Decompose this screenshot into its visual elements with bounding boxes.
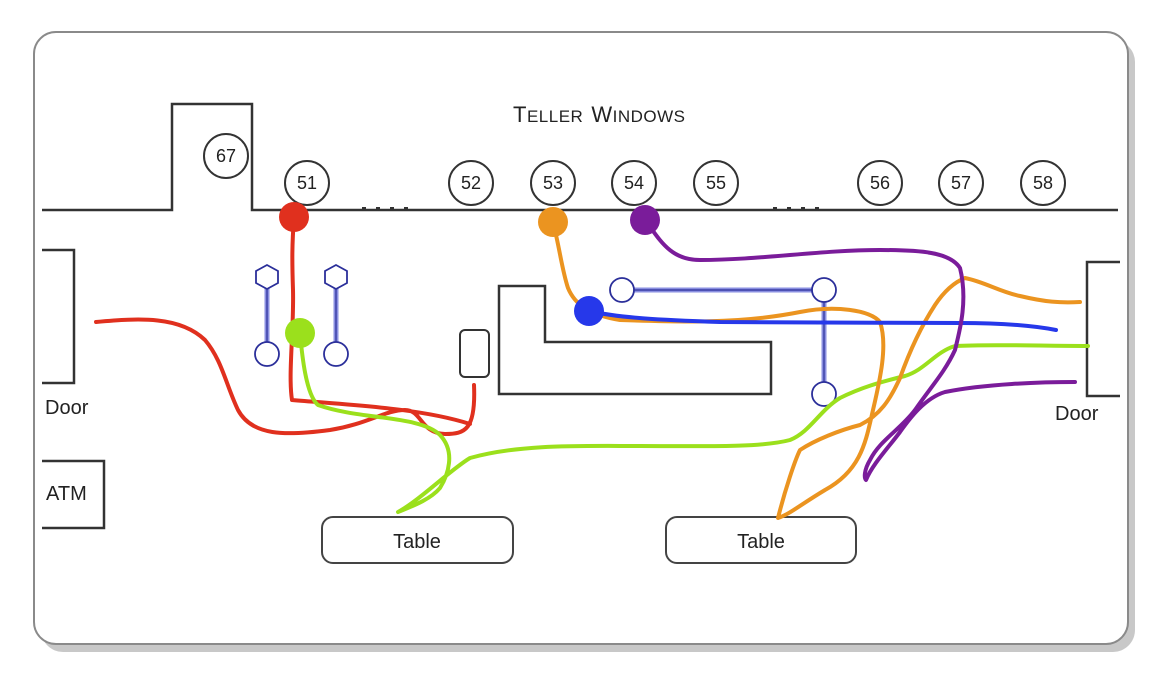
red-start-dot <box>279 202 309 232</box>
window-53-circle <box>530 160 576 206</box>
window-58: 58 <box>1020 160 1066 206</box>
window-58-label: 58 <box>1033 173 1053 193</box>
window-58-circle <box>1020 160 1066 206</box>
teller-counter-wall <box>42 102 1118 212</box>
window-55: 55 <box>693 160 739 206</box>
window-51: 51 <box>284 160 330 206</box>
stanchion-post <box>323 341 349 367</box>
window-57: 57 <box>938 160 984 206</box>
table-right-shape <box>665 516 857 564</box>
stanchion-post <box>324 263 348 291</box>
kiosk <box>459 329 490 378</box>
window-57-circle <box>938 160 984 206</box>
orange-start-dot <box>538 207 568 237</box>
green-start-dot <box>285 318 315 348</box>
window-54-label: 54 <box>624 173 644 193</box>
window-56-circle <box>857 160 903 206</box>
window-56: 56 <box>857 160 903 206</box>
window-57-label: 57 <box>951 173 971 193</box>
purple-start-dot <box>630 205 660 235</box>
window-54-circle <box>611 160 657 206</box>
window-53-label: 53 <box>543 173 563 193</box>
window-52: 52 <box>448 160 494 206</box>
left-door <box>42 248 76 385</box>
window-52-circle <box>448 160 494 206</box>
window-54: 54 <box>611 160 657 206</box>
desk-counter <box>497 284 773 396</box>
atm-box <box>42 459 106 530</box>
window-56-label: 56 <box>870 173 890 193</box>
path-green <box>298 331 1090 514</box>
stanchion-post <box>255 263 279 291</box>
table-left-label: Table <box>393 531 441 553</box>
window-53: 53 <box>530 160 576 206</box>
window-55-label: 55 <box>706 173 726 193</box>
window-51-circle <box>284 160 330 206</box>
stanchion-post <box>811 381 837 407</box>
start-dots <box>279 202 660 348</box>
path-red <box>94 215 477 436</box>
atm-label: ATM <box>46 483 87 505</box>
table-left-shape <box>321 516 514 564</box>
table-left: Table <box>321 516 514 564</box>
window-67: 67 <box>203 133 249 179</box>
window-67-circle <box>203 133 249 179</box>
path-purple <box>643 218 1077 482</box>
window-55-circle <box>693 160 739 206</box>
window-52-label: 52 <box>461 173 481 193</box>
left-door-label: Door <box>45 397 89 419</box>
stanchion-post <box>254 341 280 367</box>
path-blue <box>587 309 1058 332</box>
blue-start-dot <box>574 296 604 326</box>
stanchion-post <box>811 277 837 303</box>
window-51-label: 51 <box>297 173 317 193</box>
right-door <box>1085 260 1120 398</box>
right-door-label: Door <box>1055 403 1099 425</box>
table-right-label: Table <box>737 531 785 553</box>
table-right: Table <box>665 516 857 564</box>
stanchion-post <box>609 277 635 303</box>
window-67-label: 67 <box>216 146 236 166</box>
movement-paths <box>94 215 1090 520</box>
